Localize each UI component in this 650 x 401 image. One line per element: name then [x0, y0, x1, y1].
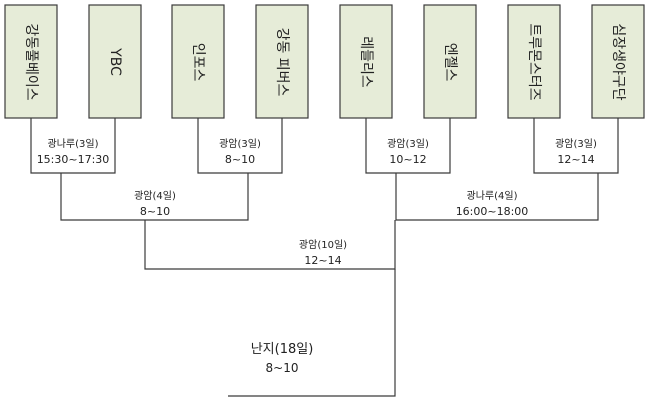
connector-r1-1	[30, 118, 116, 174]
match-r1-2-time: 8~10	[225, 153, 255, 166]
round1-labels: 광나루(3일) 15:30~17:30 광암(3일) 8~10 광암(3일) 1…	[37, 138, 597, 166]
team-names: 강동풀베이스 YBC 인포스 강동 피버스 레들리스 엔젤스 트루몬스터즈 심장…	[23, 23, 626, 100]
team-name-5: 레들리스	[358, 36, 374, 88]
connector-r3-1	[144, 220, 396, 270]
team-box-6	[423, 4, 477, 119]
match-r2-2-venue: 광나루(4일)	[467, 190, 518, 202]
team-box-3	[171, 4, 225, 119]
match-r2-1-venue: 광암(4일)	[134, 190, 176, 202]
round2-connectors	[60, 173, 599, 221]
connector-r1-4	[533, 118, 619, 174]
match-r1-2-venue: 광암(3일)	[219, 138, 261, 150]
team-name-3: 인포스	[190, 43, 206, 82]
round1-connectors	[30, 118, 619, 174]
match-r2-2-time: 16:00~18:00	[456, 205, 529, 218]
team-name-6: 엔젤스	[442, 43, 458, 82]
team-name-1: 강동풀베이스	[23, 23, 39, 100]
match-r1-1-venue: 광나루(3일)	[48, 138, 99, 150]
match-r1-3-venue: 광암(3일)	[387, 138, 429, 150]
final-venue: 난지(18일)	[251, 342, 314, 357]
round3-labels: 광암(10일) 12~14	[299, 239, 347, 267]
round3-connectors	[144, 220, 396, 270]
team-box-8	[591, 4, 645, 119]
team-name-8: 심장생야구단	[610, 23, 626, 100]
connector-r2-1	[60, 173, 249, 221]
connector-r1-2	[197, 118, 283, 174]
connector-r1-3	[365, 118, 451, 174]
team-box-2	[88, 4, 142, 119]
match-r1-4-time: 12~14	[557, 153, 594, 166]
match-r2-1-time: 8~10	[140, 205, 170, 218]
final-labels: 난지(18일) 8~10	[251, 342, 314, 375]
connector-r2-2	[395, 173, 599, 221]
team-box-4	[255, 4, 309, 119]
match-r3-1-time: 12~14	[304, 254, 341, 267]
round2-labels: 광암(4일) 8~10 광나루(4일) 16:00~18:00	[134, 190, 528, 218]
team-name-7: 트루몬스터즈	[526, 23, 542, 100]
match-r1-4-venue: 광암(3일)	[555, 138, 597, 150]
match-r3-1-venue: 광암(10일)	[299, 239, 347, 251]
team-boxes	[4, 4, 645, 119]
connector-final	[228, 269, 396, 397]
team-name-4: 강동 피버스	[274, 28, 290, 97]
final-connector	[228, 269, 396, 397]
team-name-2: YBC	[107, 47, 123, 76]
match-r1-1-time: 15:30~17:30	[37, 153, 110, 166]
team-box-1	[4, 4, 58, 119]
match-r1-3-time: 10~12	[389, 153, 426, 166]
final-time: 8~10	[266, 361, 299, 375]
